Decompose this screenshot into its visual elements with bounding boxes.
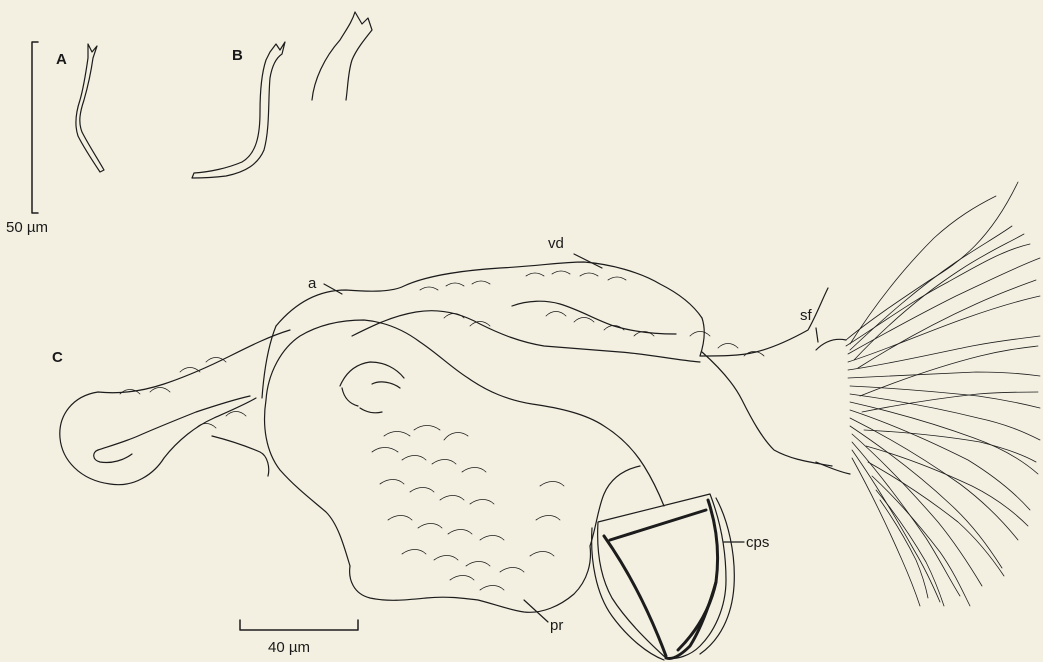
scale-bar-top-label: 50 µm — [6, 219, 48, 236]
panel-label-b: B — [232, 47, 243, 64]
part-label-a: a — [308, 275, 317, 292]
panel-label-a: A — [56, 51, 67, 68]
part-label-cps: cps — [746, 534, 769, 551]
part-label-vd: vd — [548, 235, 564, 252]
hook-b-right — [312, 12, 372, 100]
scale-bar-top — [32, 42, 38, 213]
panel-label-c: C — [52, 349, 63, 366]
leader-sf — [816, 328, 818, 342]
hook-a — [76, 44, 104, 172]
scale-bar-bottom-label: 40 µm — [268, 639, 310, 656]
scale-bar-bottom — [240, 620, 358, 630]
part-label-pr: pr — [550, 617, 563, 634]
leader-vd — [574, 254, 602, 268]
sperm-fan — [816, 182, 1040, 606]
cuticular-structure — [592, 494, 735, 660]
part-label-sf: sf — [800, 307, 813, 324]
